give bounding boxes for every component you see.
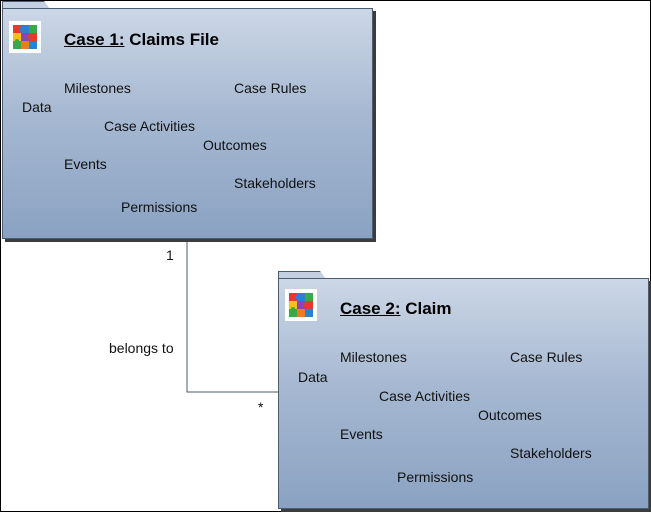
item-case-rules: Case Rules [510,349,583,365]
item-permissions: Permissions [121,199,198,215]
item-stakeholders: Stakeholders [510,445,592,461]
item-milestones: Milestones [64,80,131,96]
item-outcomes: Outcomes [203,137,267,153]
item-outcomes: Outcomes [478,407,542,423]
item-case-activities: Case Activities [104,118,196,134]
package-claim[interactable]: Case 2: Claim Milestones Case Rules Data… [278,278,649,509]
association-label: belongs to [109,340,174,356]
item-milestones: Milestones [340,349,407,365]
case-label: Case 1: [64,30,125,49]
package-title: Case 1: Claims File [64,30,219,50]
item-case-rules: Case Rules [234,80,307,96]
package-title: Case 2: Claim [340,299,452,319]
target-multiplicity: * [258,399,264,415]
item-events: Events [340,426,383,442]
source-multiplicity: 1 [166,247,174,263]
item-events: Events [64,156,107,172]
puzzle-icon [9,21,41,53]
case-name: Claim [405,299,452,318]
item-data: Data [298,369,328,385]
case-name: Claims File [129,30,219,49]
puzzle-icon [285,289,317,321]
item-permissions: Permissions [397,469,474,485]
item-case-activities: Case Activities [379,388,471,404]
item-data: Data [22,99,52,115]
item-stakeholders: Stakeholders [234,175,316,191]
case-label: Case 2: [340,299,401,318]
package-claims-file[interactable]: Case 1: Claims File Milestones Case Rule… [2,8,373,239]
